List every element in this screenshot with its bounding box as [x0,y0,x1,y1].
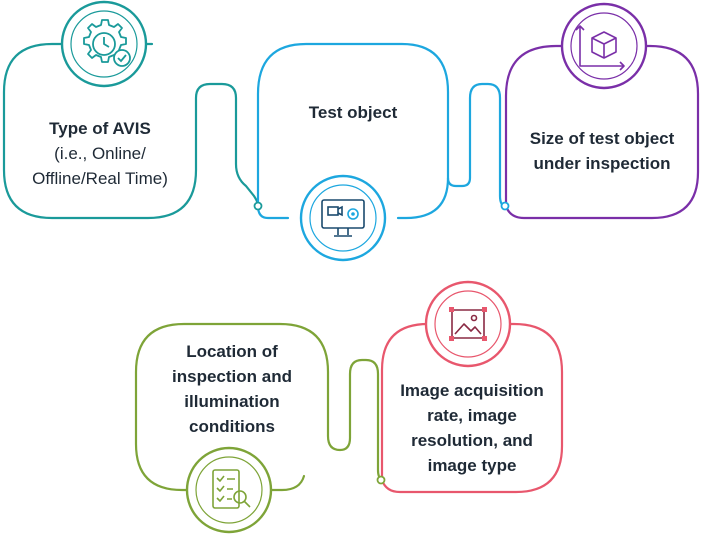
object-size-label: Size of test object under inspection [510,126,694,176]
size-card-top-left [504,44,564,208]
top-flow-connector [2,42,700,220]
location-line-2: inspection and [172,367,292,386]
test-object-card-outline [256,42,450,220]
cube-axes-icon [560,2,648,90]
connector-dot-right [500,201,510,211]
image-acquisition-line-4: image type [427,456,517,475]
object-size-line-1: Size of test object [529,129,675,148]
image-card-outline [380,322,564,494]
test-object-title: Test object [308,103,398,122]
connector-dot-bottom [376,475,386,485]
avis-type-label: Type of AVIS (i.e., Online/ Offline/Real… [8,116,192,191]
avis-card-outline [2,42,260,220]
image-acquisition-line-3: resolution, and [411,431,533,450]
gear-clock-check-icon [60,0,148,88]
location-label: Location of inspection and illumination … [140,339,324,439]
object-size-line-2: under inspection [533,154,671,173]
image-acquisition-line-1: Image acquisition [400,381,544,400]
image-acquisition-line-2: rate, image [427,406,517,425]
checklist-magnifier-icon [185,446,273,534]
location-card-bottom-right [268,474,306,492]
bottom-flow-connector [134,322,564,494]
connector-dot-left [253,201,263,211]
avis-type-detail-1: (i.e., Online/ [54,144,146,163]
size-card-outline [504,44,700,220]
location-line-3: illumination [184,392,280,411]
location-line-4: conditions [189,417,275,436]
image-frame-icon [424,280,512,368]
avis-type-title: Type of AVIS [49,119,151,138]
avis-type-detail-2: Offline/Real Time) [32,169,168,188]
location-line-1: Location of [186,342,278,361]
image-acquisition-label: Image acquisition rate, image resolution… [386,378,558,478]
test-object-to-size-link [446,82,508,208]
test-object-card-left-lower [256,204,290,220]
monitor-gear-icon [299,174,387,262]
test-object-label: Test object [262,100,444,125]
location-card-outline [134,322,384,492]
